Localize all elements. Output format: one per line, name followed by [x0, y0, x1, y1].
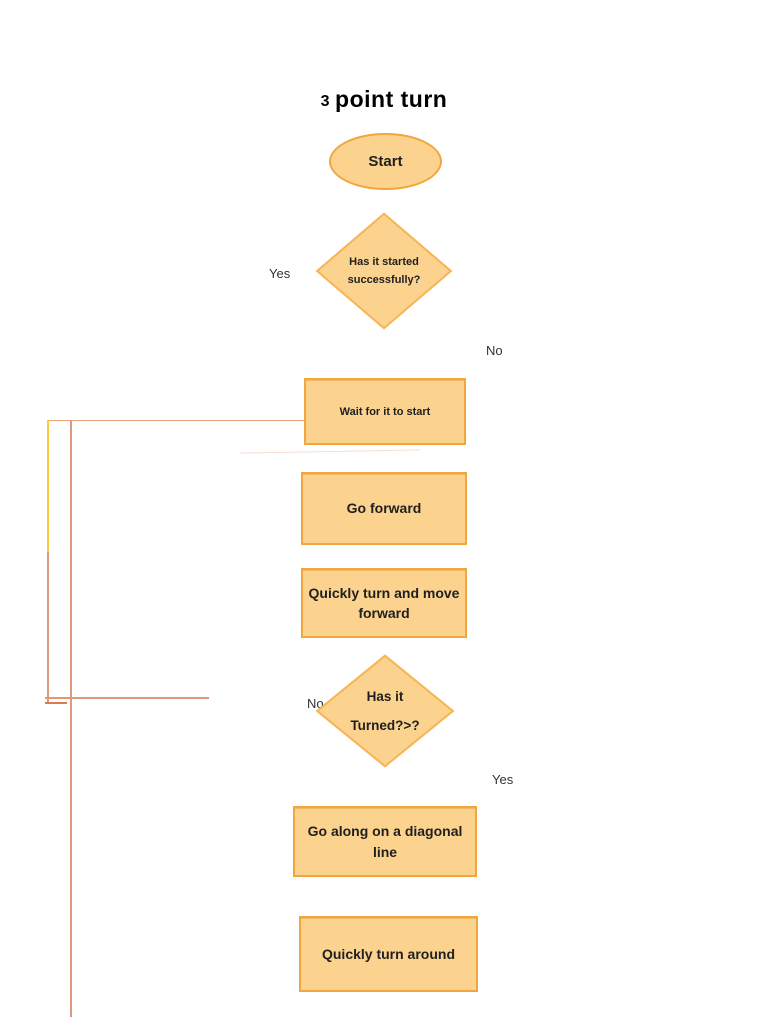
page-title: 3 point turn [0, 86, 768, 113]
node-quick-turn-move-line2: forward [358, 605, 410, 621]
decision-started-line1: Has it started [349, 255, 419, 268]
node-wait-label: Wait for it to start [339, 405, 431, 418]
connector-horizontal-bottom [45, 697, 209, 699]
node-decision-turned: Has it Turned?>? [315, 654, 455, 768]
title-text: point turn [335, 86, 448, 112]
connector-horizontal-top [48, 420, 305, 421]
decision-turned-line1: Has it [366, 688, 404, 704]
node-decision-turned-text: Has it Turned?>? [315, 654, 455, 768]
connector-vertical-long [70, 421, 72, 1017]
node-wait: Wait for it to start [304, 378, 466, 445]
connector-vertical-gold [47, 420, 49, 552]
diamond-shape [315, 212, 453, 330]
branch-label-yes-1: Yes [269, 266, 291, 281]
node-decision-started: Has it started successfully? [315, 212, 453, 330]
node-start: Start [329, 133, 442, 190]
branch-label-no-2: No [307, 696, 324, 711]
node-turn-around: Quickly turn around [299, 916, 478, 992]
connector-vertical-left [47, 552, 49, 704]
connector-faint-diagonal [240, 449, 420, 454]
branch-label-yes-2: Yes [492, 772, 514, 787]
title-number: 3 [320, 93, 331, 110]
decision-started-line2: successfully? [347, 274, 421, 286]
node-decision-started-text: Has it started successfully? [315, 212, 453, 330]
branch-label-no-1: No [486, 343, 503, 358]
node-diagonal: Go along on a diagonal line [293, 806, 477, 877]
node-go-forward-label: Go forward [346, 500, 422, 517]
node-quick-turn-move: Quickly turn and move forward [301, 568, 467, 638]
node-start-label: Start [368, 153, 403, 170]
decision-turned-line2: Turned?>? [350, 718, 420, 733]
node-go-forward: Go forward [301, 472, 467, 545]
node-turn-around-label: Quickly turn around [321, 945, 455, 962]
node-diagonal-label: Go along on a diagonal line [307, 823, 463, 860]
node-quick-turn-move-line1: Quickly turn and move [308, 584, 460, 601]
connector-stub [45, 702, 67, 704]
diamond-shape [315, 654, 455, 768]
